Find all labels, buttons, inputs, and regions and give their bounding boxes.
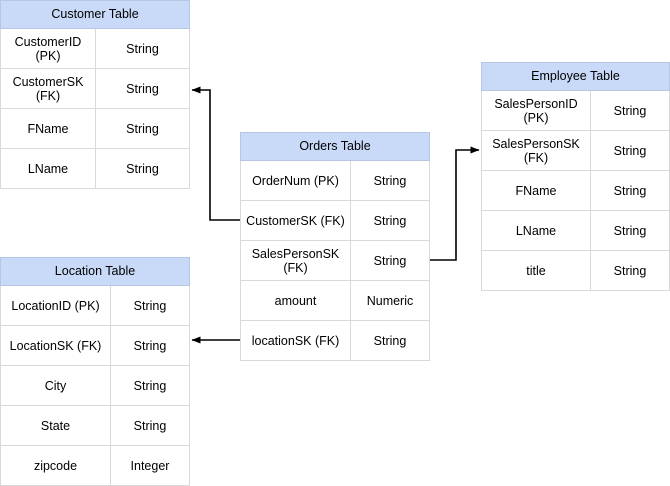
field-name: LocationSK (FK) — [1, 326, 111, 365]
table-row[interactable]: FName String — [0, 109, 190, 149]
field-type: String — [133, 338, 167, 353]
field-name: CustomerSK (FK) — [1, 69, 96, 108]
field-name: LName — [482, 211, 591, 250]
field-name: State — [1, 406, 111, 445]
table-row[interactable]: locationSK (FK) String — [240, 321, 430, 361]
field-name: City — [1, 366, 111, 405]
field-type: String — [613, 183, 647, 198]
table-location[interactable]: Location Table LocationID (PK) String Lo… — [0, 257, 190, 486]
table-row[interactable]: CustomerID (PK) String — [0, 29, 190, 69]
table-row[interactable]: CustomerSK (FK) String — [240, 201, 430, 241]
field-name: FName — [1, 109, 96, 148]
field-type: String — [126, 81, 159, 96]
field-type: String — [373, 333, 407, 348]
table-row[interactable]: amount Numeric — [240, 281, 430, 321]
table-row[interactable]: LName String — [0, 149, 190, 189]
field-type: String — [613, 143, 647, 158]
field-type: Numeric — [366, 293, 414, 308]
field-type: String — [133, 418, 167, 433]
table-row[interactable]: State String — [0, 406, 190, 446]
field-type: String — [373, 253, 407, 268]
field-type: String — [373, 173, 407, 188]
table-row[interactable]: LocationSK (FK) String — [0, 326, 190, 366]
field-type: String — [126, 121, 159, 136]
field-name: title — [482, 251, 591, 290]
table-row[interactable]: FName String — [481, 171, 670, 211]
table-row[interactable]: CustomerSK (FK) String — [0, 69, 190, 109]
field-type: String — [373, 213, 407, 228]
field-type: String — [613, 103, 647, 118]
field-name: CustomerSK (FK) — [241, 201, 351, 240]
table-row[interactable]: zipcode Integer — [0, 446, 190, 486]
field-type: String — [133, 378, 167, 393]
field-type: String — [613, 263, 647, 278]
table-employee-title: Employee Table — [481, 62, 670, 91]
field-type: String — [613, 223, 647, 238]
field-type: String — [126, 161, 159, 176]
table-orders-title: Orders Table — [240, 132, 430, 161]
table-customer-title: Customer Table — [0, 0, 190, 29]
table-row[interactable]: SalesPersonSK (FK) String — [481, 131, 670, 171]
connector-orders-to-employee — [430, 146, 480, 261]
field-name: LName — [1, 149, 96, 188]
table-row[interactable]: SalesPersonSK (FK) String — [240, 241, 430, 281]
field-name: SalesPersonSK (FK) — [482, 131, 591, 170]
field-type: String — [126, 41, 159, 56]
field-type: Integer — [130, 458, 170, 473]
table-row[interactable]: title String — [481, 251, 670, 291]
table-location-title: Location Table — [0, 257, 190, 286]
field-name: CustomerID (PK) — [1, 29, 96, 68]
field-type: String — [133, 298, 167, 313]
table-row[interactable]: OrderNum (PK) String — [240, 161, 430, 201]
table-employee[interactable]: Employee Table SalesPersonID (PK) String… — [481, 62, 670, 291]
field-name: FName — [482, 171, 591, 210]
table-customer[interactable]: Customer Table CustomerID (PK) String Cu… — [0, 0, 190, 189]
table-row[interactable]: LocationID (PK) String — [0, 286, 190, 326]
field-name: amount — [241, 281, 351, 320]
connector-orders-to-customer — [191, 86, 240, 221]
field-name: LocationID (PK) — [1, 286, 111, 325]
table-orders[interactable]: Orders Table OrderNum (PK) String Custom… — [240, 132, 430, 361]
table-row[interactable]: City String — [0, 366, 190, 406]
field-name: SalesPersonID (PK) — [482, 91, 591, 130]
field-name: locationSK (FK) — [241, 321, 351, 360]
field-name: OrderNum (PK) — [241, 161, 351, 200]
field-name: zipcode — [1, 446, 111, 485]
field-name: SalesPersonSK (FK) — [241, 241, 351, 280]
table-row[interactable]: LName String — [481, 211, 670, 251]
table-row[interactable]: SalesPersonID (PK) String — [481, 91, 670, 131]
